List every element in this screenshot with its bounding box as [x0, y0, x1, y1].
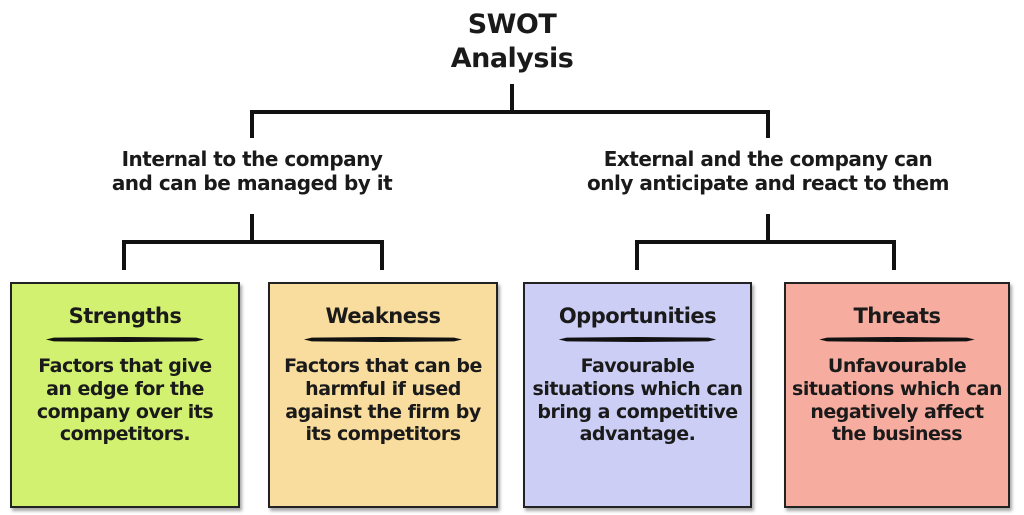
- weakness-title: Weakness: [325, 304, 442, 328]
- connector-top-stem: [510, 84, 514, 112]
- connector-top-bar: [250, 110, 770, 114]
- connector-top-drop-right: [766, 110, 770, 138]
- connector-internal-bar: [122, 240, 384, 244]
- connector-external-drop-right: [892, 240, 896, 270]
- opportunities-box: Opportunities Favourable situations whic…: [523, 282, 752, 508]
- threats-underline: [819, 337, 975, 342]
- weakness-underline: [303, 337, 463, 342]
- branch-label-internal: Internal to the company and can be manag…: [111, 147, 393, 196]
- threats-description: Unfavourable situations which can negati…: [792, 355, 1002, 446]
- connector-internal-stem: [250, 214, 254, 242]
- connector-external-stem: [766, 214, 770, 242]
- weakness-box: Weakness Factors that can be harmful if …: [268, 282, 498, 508]
- diagram-title: SWOT Analysis: [450, 9, 574, 74]
- connector-external-bar: [635, 240, 896, 244]
- strengths-box: Strengths Factors that give an edge for …: [10, 282, 240, 508]
- threats-box: Threats Unfavourable situations which ca…: [784, 282, 1010, 508]
- strengths-description: Factors that give an edge for the compan…: [36, 355, 214, 446]
- connector-internal-drop-right: [380, 240, 384, 270]
- opportunities-description: Favourable situations which can bring a …: [532, 355, 743, 446]
- branch-label-external: External and the company can only antici…: [587, 147, 949, 196]
- weakness-description: Factors that can be harmful if used agai…: [284, 355, 482, 446]
- connector-external-drop-left: [635, 240, 639, 270]
- strengths-title: Strengths: [68, 304, 182, 328]
- opportunities-title: Opportunities: [558, 304, 717, 328]
- opportunities-underline: [558, 337, 717, 342]
- connector-top-drop-left: [250, 110, 254, 138]
- connector-internal-drop-left: [122, 240, 126, 270]
- strengths-underline: [45, 337, 205, 342]
- threats-title: Threats: [853, 304, 941, 328]
